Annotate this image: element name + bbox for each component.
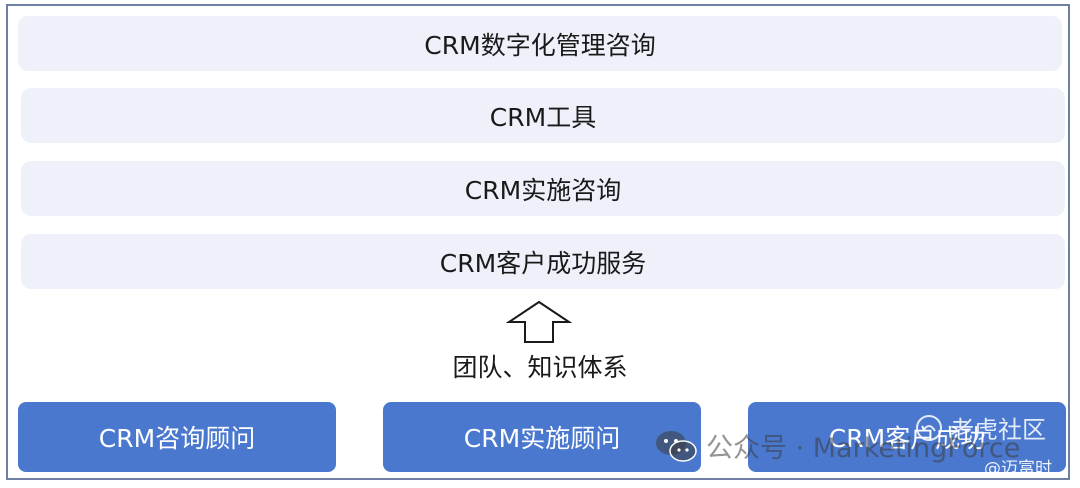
diagram-frame: CRM数字化管理咨询 CRM工具 CRM实施咨询 CRM客户成功服务 团队、知识… <box>6 4 1070 480</box>
role-label: CRM咨询顾问 <box>98 424 256 453</box>
layer-label: CRM工具 <box>489 102 597 132</box>
team-knowledge-caption: 团队、知识体系 <box>452 353 628 382</box>
layer-crm-customer-success: CRM客户成功服务 <box>21 234 1065 289</box>
author-handle: @迈富时 <box>984 459 1052 479</box>
logo-text: 老虎社区 <box>950 416 1046 444</box>
layer-crm-tools: CRM工具 <box>21 88 1065 143</box>
layer-crm-implementation-consulting: CRM实施咨询 <box>21 161 1065 216</box>
tiger-logo-icon <box>916 414 942 441</box>
role-label: CRM客户成功 <box>828 424 986 453</box>
wechat-watermark: 公众号 · MarketingForce <box>654 426 1020 465</box>
role-crm-consultant: CRM咨询顾问 <box>18 402 336 472</box>
watermark-text: 公众号 · MarketingForce <box>706 433 1021 464</box>
layer-label: CRM客户成功服务 <box>439 248 647 278</box>
layer-label: CRM实施咨询 <box>464 175 622 205</box>
community-logo: 老虎社区 <box>914 410 1046 445</box>
up-arrow-icon <box>506 300 572 343</box>
wechat-icon <box>656 430 697 462</box>
layer-crm-digital-consulting: CRM数字化管理咨询 <box>18 16 1062 71</box>
layer-label: CRM数字化管理咨询 <box>424 30 656 60</box>
role-crm-customer-success: CRM客户成功 <box>748 402 1066 472</box>
role-label: CRM实施顾问 <box>463 424 621 453</box>
role-crm-implementation-consultant: CRM实施顾问 <box>383 402 701 472</box>
